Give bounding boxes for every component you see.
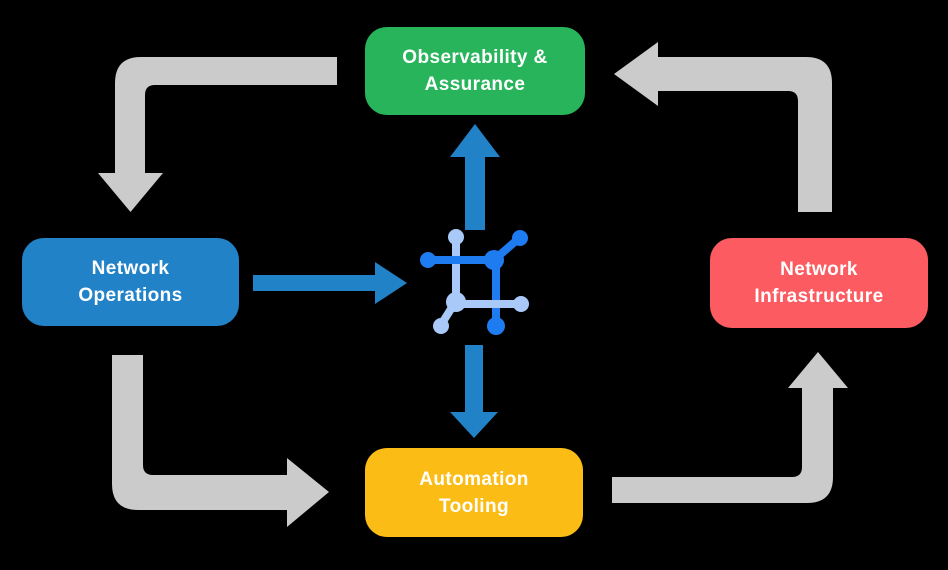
arrow-icon-to-automation (450, 345, 498, 438)
icon-left-node (420, 252, 436, 268)
node-observability-label: Observability & Assurance (402, 47, 548, 95)
arrow-infrastructure-to-observability (614, 42, 832, 212)
node-operations-label: Network Operations (78, 258, 183, 306)
icon-right-node (513, 296, 529, 312)
icon-top-node (448, 229, 464, 245)
arrow-operations-to-automation (112, 355, 329, 527)
icon-bottomleft-node (433, 318, 449, 334)
icon-topright-junction (484, 250, 504, 270)
arrow-automation-to-infrastructure (612, 352, 848, 503)
node-observability-assurance: Observability & Assurance (365, 27, 585, 115)
node-network-operations: Network Operations (22, 238, 239, 326)
node-network-infrastructure: Network Infrastructure (710, 238, 928, 328)
arrow-observability-to-operations (98, 57, 337, 212)
network-topology-icon (420, 229, 529, 335)
arrow-operations-to-icon (253, 262, 407, 304)
arrow-icon-to-observability (450, 124, 500, 230)
icon-bottom-node (487, 317, 505, 335)
node-infrastructure-label: Network Infrastructure (754, 259, 884, 307)
icon-topright-node (512, 230, 528, 246)
node-automation-tooling: Automation Tooling (365, 448, 583, 537)
icon-bottomleft-junction (446, 292, 466, 312)
node-automation-label: Automation Tooling (419, 468, 529, 517)
